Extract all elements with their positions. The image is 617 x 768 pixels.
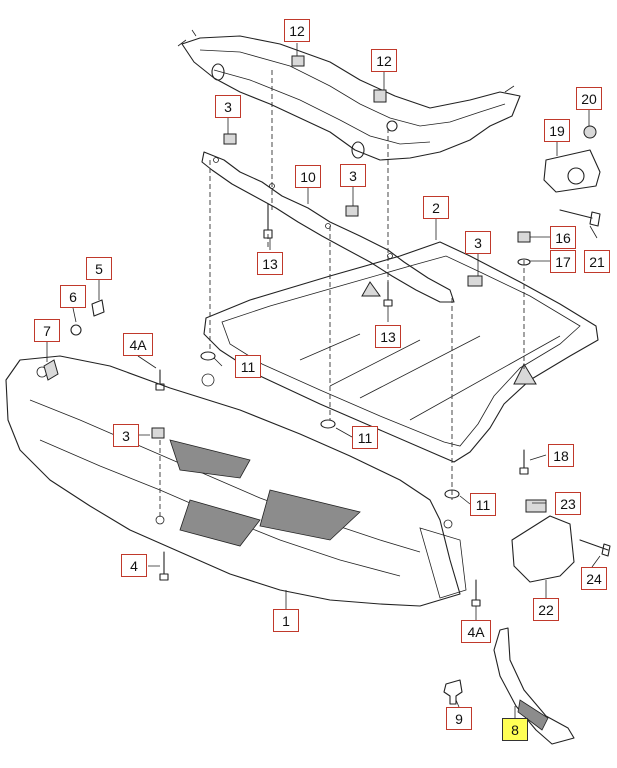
callout-9: 9 xyxy=(446,707,472,730)
callout-23: 23 xyxy=(555,492,581,515)
callout-8-highlighted: 8 xyxy=(502,718,528,741)
callout-2: 2 xyxy=(423,196,449,219)
callout-5: 5 xyxy=(86,257,112,280)
subframe-crossmember xyxy=(177,29,521,161)
callout-13-left: 13 xyxy=(257,252,283,275)
callout-17: 17 xyxy=(550,250,576,273)
callout-6: 6 xyxy=(60,285,86,308)
frame-rail xyxy=(203,241,599,463)
callout-11-left: 11 xyxy=(235,355,261,378)
callout-3-mid: 3 xyxy=(340,164,366,187)
callout-11-mid: 11 xyxy=(352,426,378,449)
callout-4a-left: 4A xyxy=(123,333,153,356)
callout-21: 21 xyxy=(584,250,610,273)
fasteners xyxy=(43,55,611,745)
leader-lines xyxy=(46,43,601,718)
callout-12-mid: 12 xyxy=(371,49,397,72)
callout-16: 16 xyxy=(550,226,576,249)
callout-3-lower-left: 3 xyxy=(113,424,139,447)
callout-3-right: 3 xyxy=(465,231,491,254)
callout-3-left-top: 3 xyxy=(215,95,241,118)
callout-10: 10 xyxy=(295,165,321,188)
callout-22: 22 xyxy=(533,598,559,621)
callout-13-right: 13 xyxy=(375,325,401,348)
callout-24: 24 xyxy=(581,567,607,590)
callout-4a-bottom: 4A xyxy=(461,620,491,643)
brace-plate xyxy=(201,151,455,303)
callout-11-right: 11 xyxy=(470,493,496,516)
callout-4: 4 xyxy=(121,554,147,577)
callout-20: 20 xyxy=(576,87,602,110)
callout-1: 1 xyxy=(273,609,299,632)
callout-7: 7 xyxy=(34,319,60,342)
underbody-panel xyxy=(5,355,467,607)
callout-18: 18 xyxy=(548,444,574,467)
callout-19: 19 xyxy=(544,119,570,142)
callout-12-top: 12 xyxy=(284,19,310,42)
assembly-lines xyxy=(159,70,525,520)
